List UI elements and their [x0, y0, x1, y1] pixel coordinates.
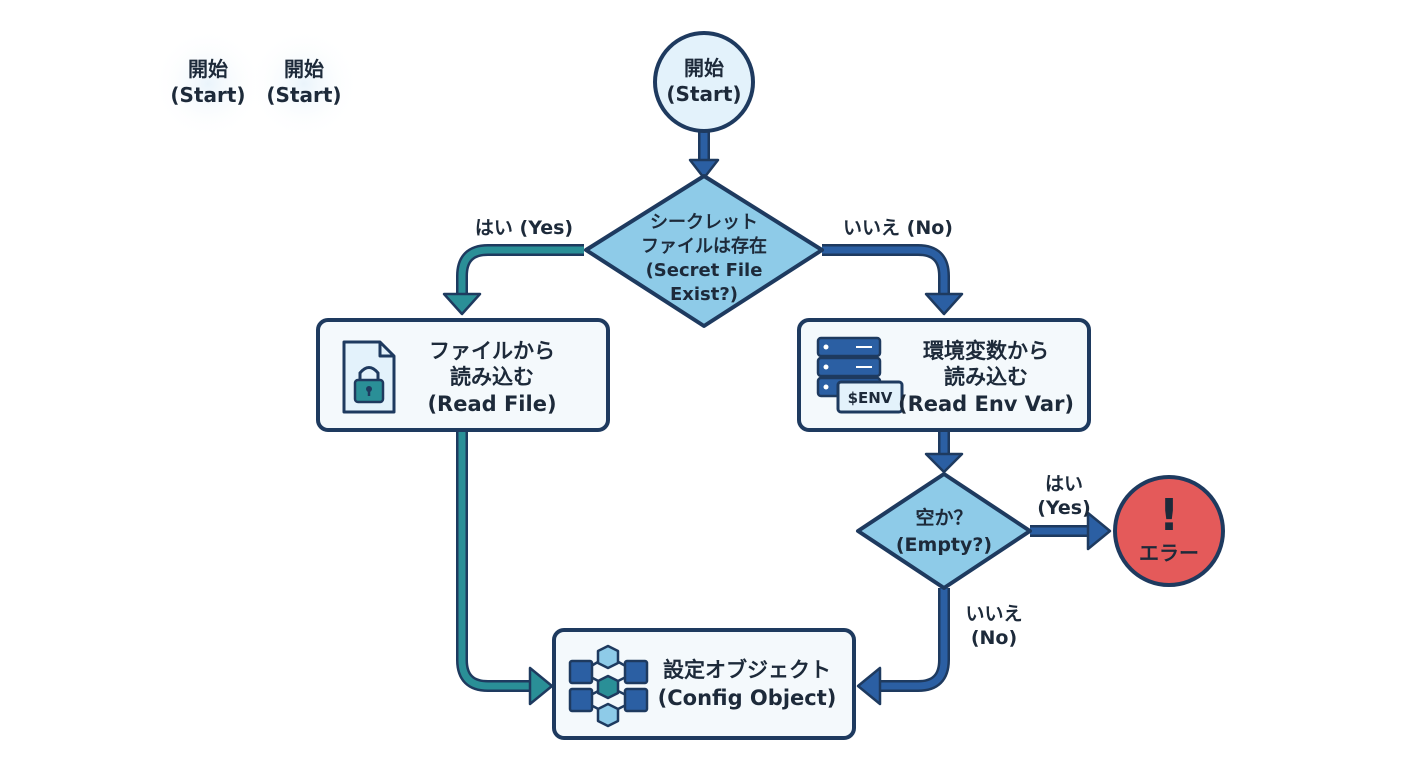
decision-empty-line2: (Empty?)	[896, 534, 992, 556]
decision-secret-line1: シークレット	[650, 212, 758, 233]
read-file-line3: (Read File)	[427, 392, 556, 416]
ghost-start-2: 開始 (Start)	[248, 28, 360, 140]
process-read-env-var: $ENV 環境変数から 読み込む (Read Env Var)	[797, 318, 1091, 432]
edge-label-empty-no-1: いいえ	[965, 603, 1022, 625]
read-file-line2: 読み込む	[450, 365, 534, 389]
error-label: エラー	[1139, 541, 1199, 565]
edge-label-yes: はい (Yes)	[475, 217, 573, 239]
edge-label-no: いいえ (No)	[843, 217, 953, 239]
ghost-start-2-line1: 開始	[284, 57, 324, 81]
edge-label-empty-yes-1: はい	[1045, 473, 1083, 495]
decision-empty-line1: 空か？	[915, 506, 972, 529]
config-object-node: 設定オブジェクト (Config Object)	[552, 628, 856, 740]
error-node: ! エラー	[1113, 475, 1225, 587]
server-stack-icon: $ENV	[816, 336, 904, 414]
read-env-line2: 読み込む	[944, 365, 1028, 389]
edge-empty-yes-to-error	[1030, 511, 1112, 551]
edge-label-empty-yes-2: (Yes)	[1037, 497, 1091, 519]
edge-no-to-read-env	[822, 244, 964, 316]
decision-secret-line4: Exist?)	[670, 284, 738, 305]
start-node: 開始 (Start)	[653, 31, 755, 133]
config-line1: 設定オブジェクト	[663, 658, 831, 682]
edge-read-env-to-empty	[924, 430, 964, 474]
ghost-start-1: 開始 (Start)	[152, 28, 264, 140]
decision-secret-file-exists: シークレット ファイルは存在 (Secret File Exist?)	[584, 174, 824, 328]
ghost-start-2-line2: (Start)	[266, 83, 341, 107]
start-node-line2: (Start)	[666, 82, 741, 106]
edge-start-to-decision	[688, 130, 720, 180]
decision-empty: 空か？ (Empty?)	[856, 472, 1032, 590]
cube-network-icon	[568, 644, 649, 728]
env-badge: $ENV	[848, 389, 893, 407]
edge-read-file-to-config	[456, 430, 554, 706]
edge-empty-no-to-config	[856, 588, 950, 706]
read-file-line1: ファイルから	[429, 339, 555, 363]
start-node-line1: 開始	[684, 56, 724, 80]
decision-secret-line2: ファイルは存在	[641, 235, 767, 257]
edge-yes-to-read-file	[442, 244, 584, 316]
edge-label-empty-no-2: (No)	[971, 627, 1017, 649]
exclamation-icon: !	[1159, 490, 1179, 541]
ghost-start-1-line1: 開始	[188, 57, 228, 81]
decision-secret-line3: (Secret File	[646, 260, 763, 281]
config-line2: (Config Object)	[658, 686, 837, 710]
read-env-line1: 環境変数から	[923, 339, 1049, 363]
process-read-file: ファイルから 読み込む (Read File)	[316, 318, 610, 432]
locked-file-icon	[342, 340, 396, 414]
read-env-line3: (Read Env Var)	[898, 392, 1074, 416]
ghost-start-1-line2: (Start)	[170, 83, 245, 107]
